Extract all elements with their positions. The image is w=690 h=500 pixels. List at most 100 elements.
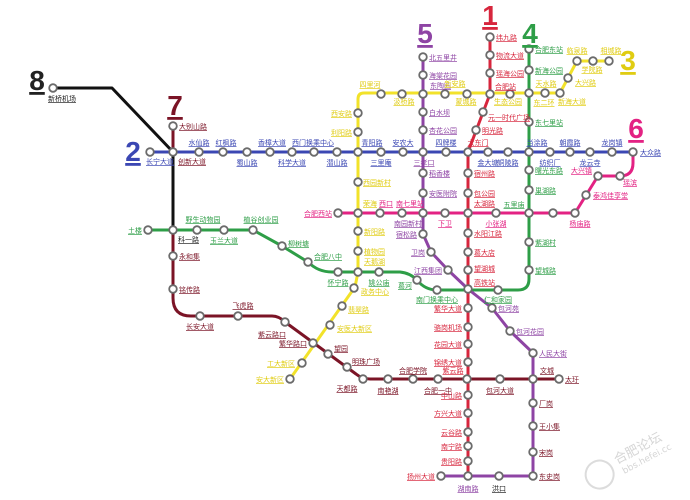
station-marker <box>581 190 591 200</box>
station-label: 创新大道 <box>178 157 206 166</box>
station-label: 东七里站 <box>535 118 563 127</box>
station-label: 稻香楼 <box>429 169 450 178</box>
station-marker <box>418 70 428 80</box>
station-label: 玉兰大道 <box>210 236 238 245</box>
station-label: 合肥一中 <box>424 386 452 395</box>
station-marker <box>524 165 534 175</box>
station-marker <box>242 147 252 157</box>
station-label: 铜陵路 <box>498 158 519 167</box>
station-label: 合肥学院 <box>399 366 427 375</box>
line-8-route <box>51 86 175 232</box>
station-marker <box>333 267 343 277</box>
station-marker <box>418 125 428 135</box>
station-marker <box>432 285 442 295</box>
station-label: 东陶园 <box>430 81 451 90</box>
station-marker <box>397 208 407 218</box>
station-marker <box>353 246 363 256</box>
station-marker <box>233 311 243 321</box>
station-label: 繁华路口 <box>279 339 307 348</box>
station-label: 明珠广场 <box>352 357 380 366</box>
station-label: 水阳江路 <box>474 229 502 238</box>
station-label: 长宁大道 <box>146 157 174 166</box>
station-marker <box>485 32 495 42</box>
station-label: 合肥西站 <box>304 209 332 218</box>
station-label: 江西集团 <box>414 266 442 275</box>
line-4-badge: 4 <box>522 18 538 49</box>
station-marker <box>463 408 473 418</box>
station-marker <box>280 317 290 327</box>
station-label: 大众路 <box>640 148 661 157</box>
station-marker <box>436 471 446 481</box>
station-marker <box>440 89 450 99</box>
station-marker <box>463 247 473 257</box>
station-label: 东二环 <box>534 98 555 107</box>
station-label: 骆岗机场 <box>434 323 462 332</box>
station-marker <box>375 208 385 218</box>
station-label: 杏花公园 <box>429 126 457 135</box>
station-marker <box>463 228 473 238</box>
line-5-route <box>421 55 535 478</box>
station-label: 三里庵 <box>371 158 392 167</box>
station-marker <box>463 339 473 349</box>
station-marker <box>412 275 422 285</box>
station-marker <box>353 208 363 218</box>
station-label: 望城路 <box>535 266 556 275</box>
station-marker <box>463 208 473 218</box>
station-marker <box>524 237 534 247</box>
station-marker <box>463 265 473 275</box>
station-label: 水仙路 <box>189 138 210 147</box>
station-marker <box>353 267 363 277</box>
station-marker <box>433 374 443 384</box>
station-label: 宿松路 <box>396 230 417 239</box>
station-label: 瑶滨 <box>623 178 637 187</box>
station-marker <box>398 147 408 157</box>
station-label: 纬九路 <box>496 33 517 42</box>
station-marker <box>628 147 638 157</box>
station-label: 荣海 <box>363 199 377 208</box>
station-marker <box>483 147 493 157</box>
station-marker <box>524 265 534 275</box>
station-marker <box>168 225 178 235</box>
station-marker <box>145 147 155 157</box>
station-marker <box>494 471 504 481</box>
station-label: 朝霞路 <box>560 138 581 147</box>
watermark: 合肥论坛 bbs.hefei.cc <box>584 430 674 490</box>
station-marker <box>570 208 580 218</box>
station-marker <box>443 265 453 275</box>
station-marker <box>168 251 178 261</box>
station-marker <box>463 303 473 313</box>
station-marker <box>485 50 495 60</box>
station-label: 新安路 <box>445 79 466 88</box>
station-marker <box>323 349 333 359</box>
station-marker <box>418 89 428 99</box>
station-label: 天水路 <box>536 79 557 88</box>
station-marker <box>493 285 503 295</box>
station-marker <box>297 358 307 368</box>
station-marker <box>418 147 428 157</box>
station-label: 巢湖路 <box>535 186 556 195</box>
station-label: 生态公园 <box>494 97 522 106</box>
station-marker <box>524 117 534 127</box>
station-label: 厂岗 <box>539 400 553 408</box>
station-label: 文城 <box>540 366 554 375</box>
station-label: 花园大道 <box>434 340 462 349</box>
station-label: 四里河 <box>360 81 381 89</box>
station-label: 大兴路 <box>575 78 596 87</box>
station-marker <box>524 44 534 54</box>
station-marker <box>418 168 428 178</box>
station-label: 宋岗 <box>539 448 553 457</box>
station-marker <box>463 471 473 481</box>
station-label: 锦绣大道 <box>434 358 462 367</box>
station-label: 科一路 <box>178 235 199 244</box>
station-label: 当涂路 <box>527 138 548 147</box>
station-label: 新海公园 <box>535 66 563 75</box>
station-label: 红枫路 <box>216 138 237 147</box>
station-marker <box>218 147 228 157</box>
station-marker <box>376 89 386 99</box>
station-marker <box>463 456 473 466</box>
station-label: 新阳路 <box>364 227 385 236</box>
station-marker <box>168 284 178 294</box>
station-marker <box>588 56 598 66</box>
station-marker <box>604 56 614 66</box>
station-marker <box>524 208 534 218</box>
